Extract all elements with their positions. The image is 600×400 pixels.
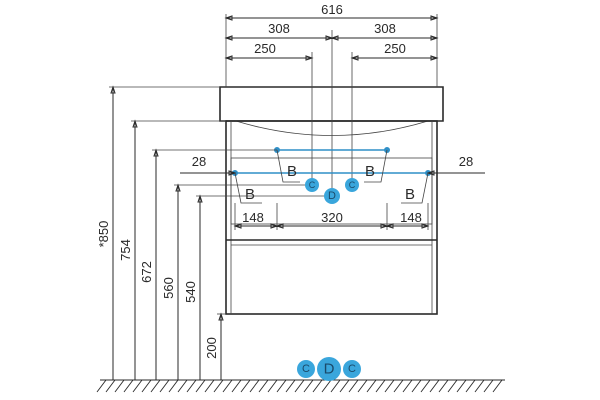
marker-c-left — [305, 178, 319, 192]
hatch-line — [357, 379, 368, 393]
dim-half-right: 308 — [374, 21, 396, 36]
connection-markers: C D C — [305, 178, 359, 204]
hatch-line — [447, 379, 458, 393]
hatch-line — [429, 379, 440, 393]
cabinet-cutout — [230, 157, 433, 225]
marker-c-right — [345, 178, 359, 192]
dim-offset-right: 250 — [384, 41, 406, 56]
hatch-line — [411, 379, 422, 393]
hatch-line — [474, 379, 485, 393]
hatch-line — [339, 379, 350, 393]
hatch-line — [303, 379, 314, 393]
hatch-line — [213, 379, 224, 393]
dim-offset-left: 250 — [254, 41, 276, 56]
hatch-line — [276, 379, 287, 393]
cabinet-body — [225, 120, 438, 315]
hatch-line — [402, 379, 413, 393]
svg-text:D: D — [328, 190, 336, 202]
side-dimensions: 28 28 — [180, 154, 485, 176]
dim-height-754: 754 — [118, 239, 133, 261]
floor — [96, 379, 505, 393]
hatch-line — [366, 379, 377, 393]
hatch-line — [132, 379, 143, 393]
label-b-upper-right: B — [365, 163, 375, 180]
hatch-line — [141, 379, 152, 393]
hatch-line — [123, 379, 134, 393]
dim-side-left: 28 — [192, 154, 206, 169]
hatch-line — [267, 379, 278, 393]
svg-text:C: C — [348, 363, 356, 375]
hatch-line — [177, 379, 188, 393]
dim-bottom-center: 320 — [321, 210, 343, 225]
bottom-dimensions: 148 320 148 — [233, 203, 430, 230]
height-dimensions: *850 754 672 560 540 200 — [96, 85, 324, 380]
hatch-line — [456, 379, 467, 393]
label-b-lower-left: B — [245, 186, 255, 203]
hatch-line — [312, 379, 323, 393]
label-b-upper-left: B — [287, 163, 297, 180]
dim-height-200: 200 — [204, 337, 219, 359]
hatch-line — [204, 379, 215, 393]
hatch-line — [465, 379, 476, 393]
legend-badges: C D C — [297, 357, 361, 381]
hatch-line — [168, 379, 179, 393]
label-b-lower-right: B — [405, 186, 415, 203]
hatch-line — [285, 379, 296, 393]
legend-c-left — [297, 360, 315, 378]
hatch-line — [150, 379, 161, 393]
hatch-line — [348, 379, 359, 393]
svg-text:D: D — [324, 361, 335, 378]
dim-bottom-right: 148 — [400, 210, 422, 225]
water-pipes — [232, 147, 431, 176]
dim-bottom-left: 148 — [242, 210, 264, 225]
floor-hatch — [96, 379, 503, 393]
hatch-line — [330, 379, 341, 393]
cabinet — [219, 86, 444, 315]
hatch-line — [159, 379, 170, 393]
dim-height-850: *850 — [96, 221, 111, 248]
hatch-line — [492, 379, 503, 393]
hatch-line — [195, 379, 206, 393]
legend-c-right — [343, 360, 361, 378]
hatch-line — [114, 379, 125, 393]
dim-height-540: 540 — [183, 281, 198, 303]
hatch-line — [420, 379, 431, 393]
hatch-line — [438, 379, 449, 393]
hatch-line — [240, 379, 251, 393]
hatch-line — [231, 379, 242, 393]
dim-overall-width: 616 — [321, 2, 343, 17]
top-dimensions: 616 308 308 250 250 — [224, 2, 439, 196]
marker-d-center — [324, 188, 340, 204]
hatch-line — [393, 379, 404, 393]
hatch-line — [384, 379, 395, 393]
dim-height-672: 672 — [139, 261, 154, 283]
hatch-line — [294, 379, 305, 393]
legend-d — [317, 357, 341, 381]
hatch-line — [186, 379, 197, 393]
dim-side-right: 28 — [459, 154, 473, 169]
svg-text:C: C — [349, 180, 356, 190]
basin-top — [219, 86, 444, 122]
hatch-line — [222, 379, 233, 393]
dim-height-560: 560 — [161, 277, 176, 299]
hatch-line — [483, 379, 494, 393]
hatch-line — [375, 379, 386, 393]
svg-text:C: C — [302, 363, 310, 375]
hatch-line — [258, 379, 269, 393]
outlets-b: B B B B — [234, 149, 429, 204]
svg-text:C: C — [309, 180, 316, 190]
hatch-line — [96, 379, 107, 393]
hatch-line — [249, 379, 260, 393]
hatch-line — [105, 379, 116, 393]
dim-half-left: 308 — [268, 21, 290, 36]
hatch-line — [321, 379, 332, 393]
